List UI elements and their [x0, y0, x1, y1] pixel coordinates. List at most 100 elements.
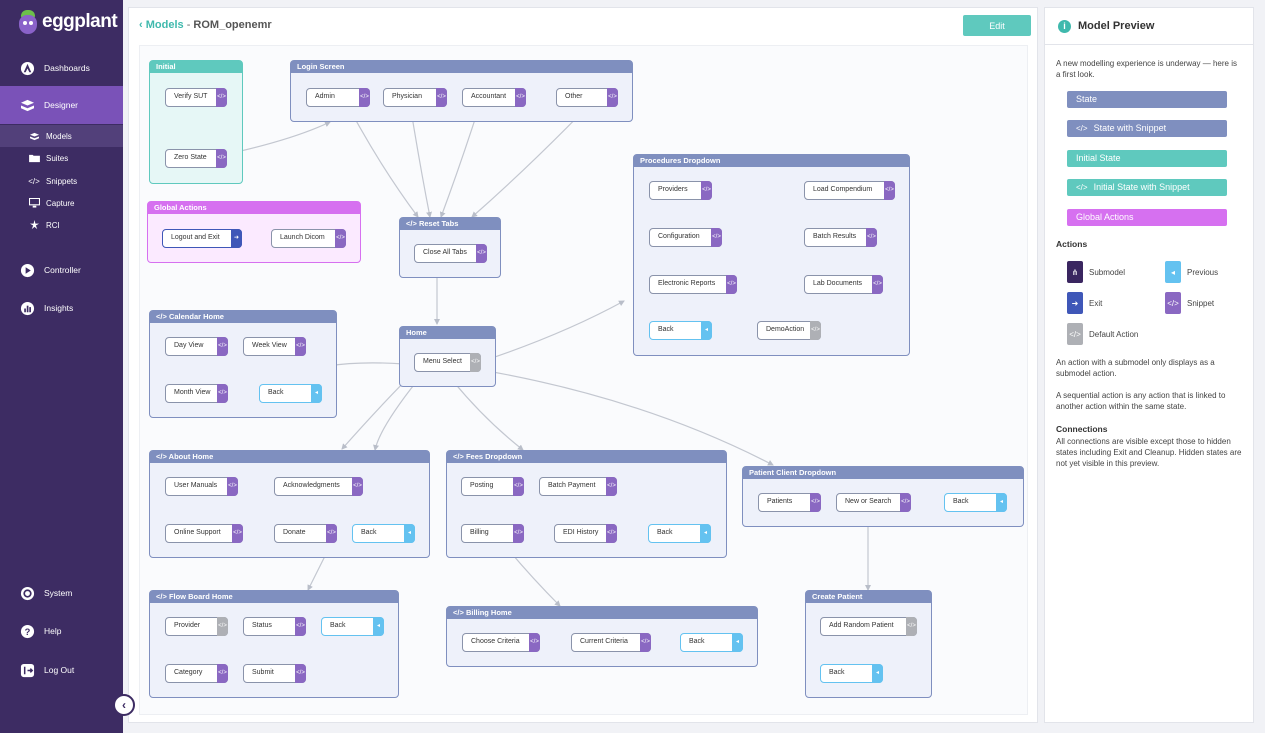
subnav-capture[interactable]: Capture — [0, 192, 123, 214]
action-menu-select[interactable]: Menu Select</> — [414, 353, 481, 372]
snippet-icon: </> — [217, 337, 228, 356]
action-admin[interactable]: Admin</> — [306, 88, 370, 107]
action-current-criteria[interactable]: Current Criteria</> — [571, 633, 651, 652]
action-edi-history[interactable]: EDI History</> — [554, 524, 617, 543]
action-month-view[interactable]: Month View</> — [165, 384, 228, 403]
action-user-manuals[interactable]: User Manuals</> — [165, 477, 238, 496]
sidebar: eggplant Dashboards Designer Models Suit… — [0, 0, 123, 733]
legend-label: Initial State — [1076, 153, 1121, 163]
subnav-rci[interactable]: RCI — [0, 214, 123, 236]
state-calendar-home[interactable]: </> Calendar Home Day View</> Week View<… — [149, 310, 337, 418]
action-week-view[interactable]: Week View</> — [243, 337, 306, 356]
panel-header: i Model Preview — [1045, 8, 1253, 45]
action-label: Submit — [252, 669, 274, 676]
action-label: Back — [361, 529, 377, 536]
state-fees-dropdown[interactable]: </> Fees Dropdown Posting</> Batch Payme… — [446, 450, 727, 558]
action-back[interactable]: Back◂ — [680, 633, 743, 652]
action-choose-criteria[interactable]: Choose Criteria</> — [462, 633, 540, 652]
action-back[interactable]: Back◂ — [944, 493, 1007, 512]
breadcrumb-back-link[interactable]: ‹ Models — [139, 19, 184, 31]
subnav-snippets[interactable]: </> Snippets — [0, 170, 123, 192]
state-reset-tabs[interactable]: </> Reset Tabs Close All Tabs</> — [399, 217, 501, 278]
state-global-actions[interactable]: Global Actions Logout and Exit➜ Launch D… — [147, 201, 361, 263]
snippet-icon: </> — [352, 477, 363, 496]
action-load-compendium[interactable]: Load Compendium</> — [804, 181, 895, 200]
action-lab-documents[interactable]: Lab Documents</> — [804, 275, 883, 294]
action-close-all-tabs[interactable]: Close All Tabs</> — [414, 244, 487, 263]
snippet-icon: </> — [866, 228, 877, 247]
previous-icon: ◂ — [700, 524, 711, 543]
dashboard-icon — [19, 60, 35, 76]
action-status[interactable]: Status</> — [243, 617, 306, 636]
action-electronic-reports[interactable]: Electronic Reports</> — [649, 275, 737, 294]
action-label: Logout and Exit — [171, 234, 220, 241]
action-online-support[interactable]: Online Support</> — [165, 524, 243, 543]
action-configuration[interactable]: Configuration</> — [649, 228, 722, 247]
nav-controller[interactable]: Controller — [0, 251, 123, 289]
state-billing-home[interactable]: </> Billing Home Choose Criteria</> Curr… — [446, 606, 758, 667]
model-canvas[interactable]: Initial Verify SUT</> Zero State</> Logi… — [139, 45, 1028, 715]
action-label: User Manuals — [174, 482, 218, 489]
nav-designer[interactable]: Designer — [0, 86, 123, 124]
snippet-icon: </> — [217, 384, 228, 403]
action-back[interactable]: Back◂ — [648, 524, 711, 543]
action-add-random-patient[interactable]: Add Random Patient</> — [820, 617, 917, 636]
action-donate[interactable]: Donate</> — [274, 524, 337, 543]
action-new-or-search[interactable]: New or Search</> — [836, 493, 911, 512]
state-title: </> Flow Board Home — [150, 591, 398, 603]
subnav-suites[interactable]: Suites — [0, 147, 123, 169]
state-flow-board-home[interactable]: </> Flow Board Home Provider</> Status</… — [149, 590, 399, 698]
subnav-label: Suites — [46, 153, 69, 163]
action-back[interactable]: Back◂ — [321, 617, 384, 636]
action-acknowledgments[interactable]: Acknowledgments </> — [274, 477, 363, 496]
subnav-models[interactable]: Models — [0, 125, 123, 147]
nav-insights[interactable]: Insights — [0, 289, 123, 327]
action-logout-and-exit[interactable]: Logout and Exit➜ — [162, 229, 242, 248]
action-demoaction[interactable]: DemoAction</> — [757, 321, 821, 340]
collapse-sidebar-button[interactable]: ‹ — [113, 694, 135, 716]
action-launch-dicom[interactable]: Launch Dicom</> — [271, 229, 346, 248]
nav-logout[interactable]: Log Out — [0, 651, 123, 689]
edit-button[interactable]: Edit — [963, 15, 1031, 36]
action-category[interactable]: Category</> — [165, 664, 228, 683]
state-title: Login Screen — [291, 61, 632, 73]
action-back[interactable]: Back◂ — [259, 384, 322, 403]
nav-dashboards[interactable]: Dashboards — [0, 49, 123, 87]
action-provider[interactable]: Provider</> — [165, 617, 228, 636]
legend-submodel: ⋔ Submodel — [1067, 261, 1125, 283]
action-providers[interactable]: Providers</> — [649, 181, 712, 200]
connections-title: Connections — [1056, 424, 1108, 434]
action-back[interactable]: Back◂ — [820, 664, 883, 683]
state-login-screen[interactable]: Login Screen Admin</> Physician</> Accou… — [290, 60, 633, 122]
action-physician[interactable]: Physician</> — [383, 88, 447, 107]
action-zero-state[interactable]: Zero State</> — [165, 149, 227, 168]
action-back[interactable]: Back◂ — [352, 524, 415, 543]
action-patients[interactable]: Patients</> — [758, 493, 821, 512]
state-about-home[interactable]: </> About Home User Manuals</> Acknowled… — [149, 450, 430, 558]
action-back[interactable]: Back◂ — [649, 321, 712, 340]
action-label: Category — [174, 669, 203, 676]
state-procedures-dropdown[interactable]: Procedures Dropdown Providers</> Load Co… — [633, 154, 910, 356]
state-initial[interactable]: Initial Verify SUT</> Zero State</> — [149, 60, 243, 184]
action-label: Other — [565, 93, 583, 100]
action-submit[interactable]: Submit</> — [243, 664, 306, 683]
legend-state-with-snippet: </>State with Snippet — [1067, 120, 1227, 137]
action-batch-results[interactable]: Batch Results</> — [804, 228, 877, 247]
snippet-icon: </> — [295, 617, 306, 636]
nav-system[interactable]: System — [0, 574, 123, 612]
state-patient-client-dropdown[interactable]: Patient Client Dropdown Patients</> New … — [742, 466, 1024, 527]
previous-icon: ◂ — [996, 493, 1007, 512]
action-billing[interactable]: Billing</> — [461, 524, 524, 543]
eggplant-logo[interactable]: eggplant — [18, 10, 118, 34]
state-create-patient[interactable]: Create Patient Add Random Patient</> Bac… — [805, 590, 932, 698]
subnav-label: Capture — [46, 198, 75, 208]
state-home[interactable]: Home Menu Select</> — [399, 326, 496, 387]
action-posting[interactable]: Posting</> — [461, 477, 524, 496]
action-other[interactable]: Other</> — [556, 88, 618, 107]
nav-help[interactable]: ? Help — [0, 612, 123, 650]
action-label: Acknowledgments — [283, 482, 340, 489]
action-accountant[interactable]: Accountant</> — [462, 88, 526, 107]
action-verify-sut[interactable]: Verify SUT</> — [165, 88, 227, 107]
action-batch-payment[interactable]: Batch Payment</> — [539, 477, 617, 496]
action-day-view[interactable]: Day View</> — [165, 337, 228, 356]
